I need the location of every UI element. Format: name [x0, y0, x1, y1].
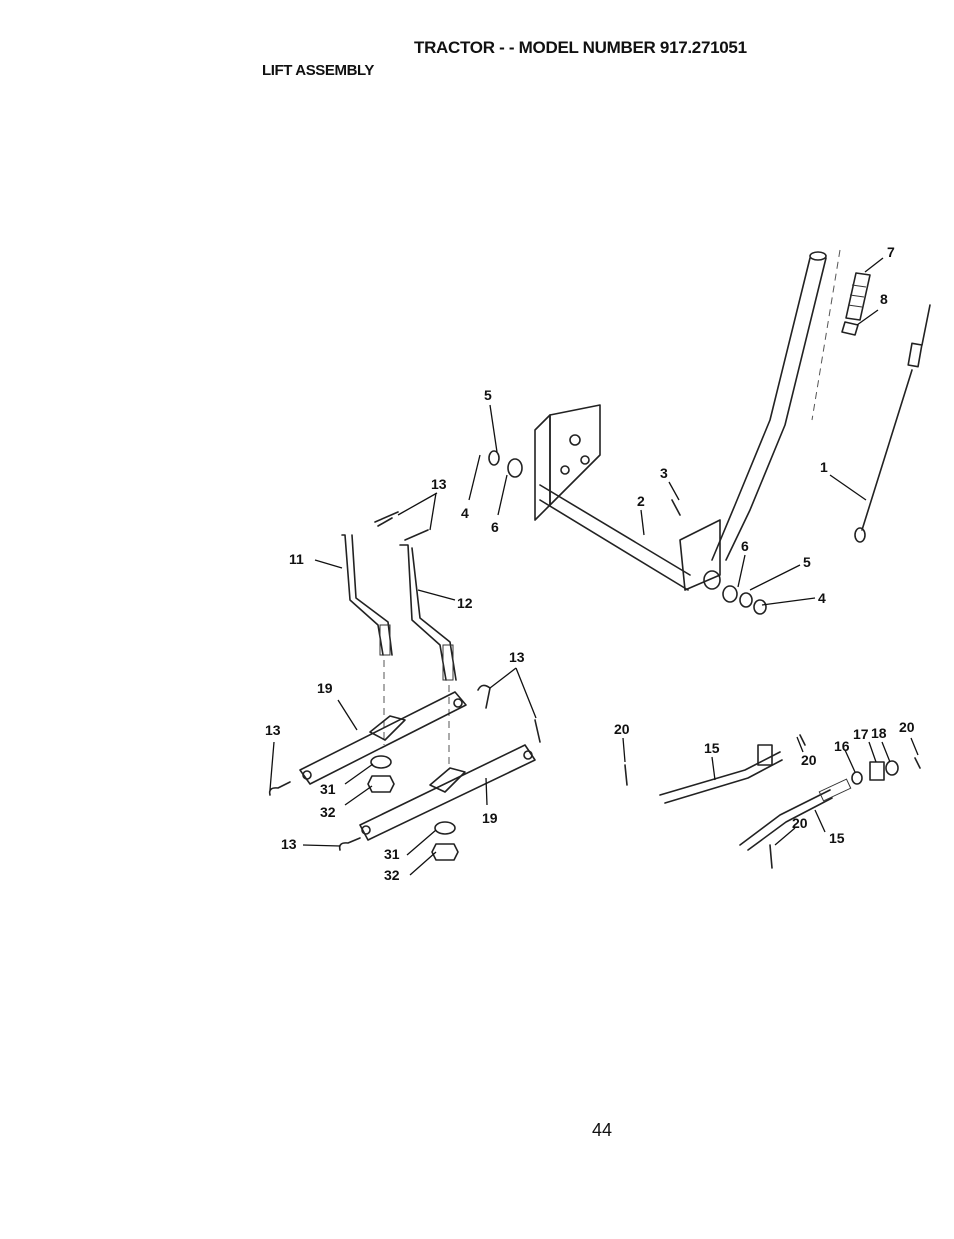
callout-4: 4: [461, 505, 469, 521]
nuts-bushings: [367, 755, 459, 861]
lift-arm-lower: [359, 744, 536, 841]
lift-shaft-plate: [534, 404, 601, 521]
callout-15: 15: [704, 740, 720, 756]
lift-arm-upper: [299, 691, 467, 785]
callout-31: 31: [384, 846, 400, 862]
callout-19: 19: [317, 680, 333, 696]
callout-3: 3: [660, 465, 668, 481]
page-number: 44: [592, 1120, 613, 1140]
callout-16: 16: [834, 738, 850, 754]
callout-19: 19: [482, 810, 498, 826]
lift-handle: [711, 251, 827, 561]
ferrule-parts: [624, 757, 921, 786]
lift-rod: [854, 304, 931, 543]
handle-grip: [841, 272, 871, 336]
callout-20: 20: [614, 721, 630, 737]
callout-6: 6: [741, 538, 749, 554]
leader-lines: [269, 257, 919, 876]
callout-6: 6: [491, 519, 499, 535]
callout-32: 32: [384, 867, 400, 883]
callout-17: 17: [853, 726, 869, 742]
callout-4: 4: [818, 590, 826, 606]
callout-2: 2: [637, 493, 645, 509]
callout-13: 13: [281, 836, 297, 852]
callout-13: 13: [265, 722, 281, 738]
callout-13: 13: [431, 476, 447, 492]
adjustment-rod-lower: [739, 778, 852, 869]
callout-20: 20: [801, 752, 817, 768]
lift-shaft: [539, 484, 721, 591]
adjustment-rod-upper: [659, 734, 806, 804]
hairpin-clips: [268, 511, 541, 851]
callout-5: 5: [803, 554, 811, 570]
callout-11: 11: [289, 551, 304, 567]
callout-12: 12: [457, 595, 473, 611]
callout-31: 31: [320, 781, 336, 797]
section-title: LIFT ASSEMBLY: [262, 62, 375, 79]
callout-15: 15: [829, 830, 845, 846]
callout-5: 5: [484, 387, 492, 403]
callout-20: 20: [792, 815, 808, 831]
page-title: TRACTOR - - MODEL NUMBER 917.271051: [414, 38, 747, 57]
lift-link-11: [341, 534, 393, 656]
callout-18: 18: [871, 725, 887, 741]
callout-8: 8: [880, 291, 888, 307]
callout-13: 13: [509, 649, 525, 665]
washers-clips: [488, 450, 767, 615]
callout-20: 20: [899, 719, 915, 735]
callout-1: 1: [820, 459, 828, 475]
callout-32: 32: [320, 804, 336, 820]
lift-link-12: [399, 544, 457, 681]
callout-7: 7: [887, 244, 895, 260]
